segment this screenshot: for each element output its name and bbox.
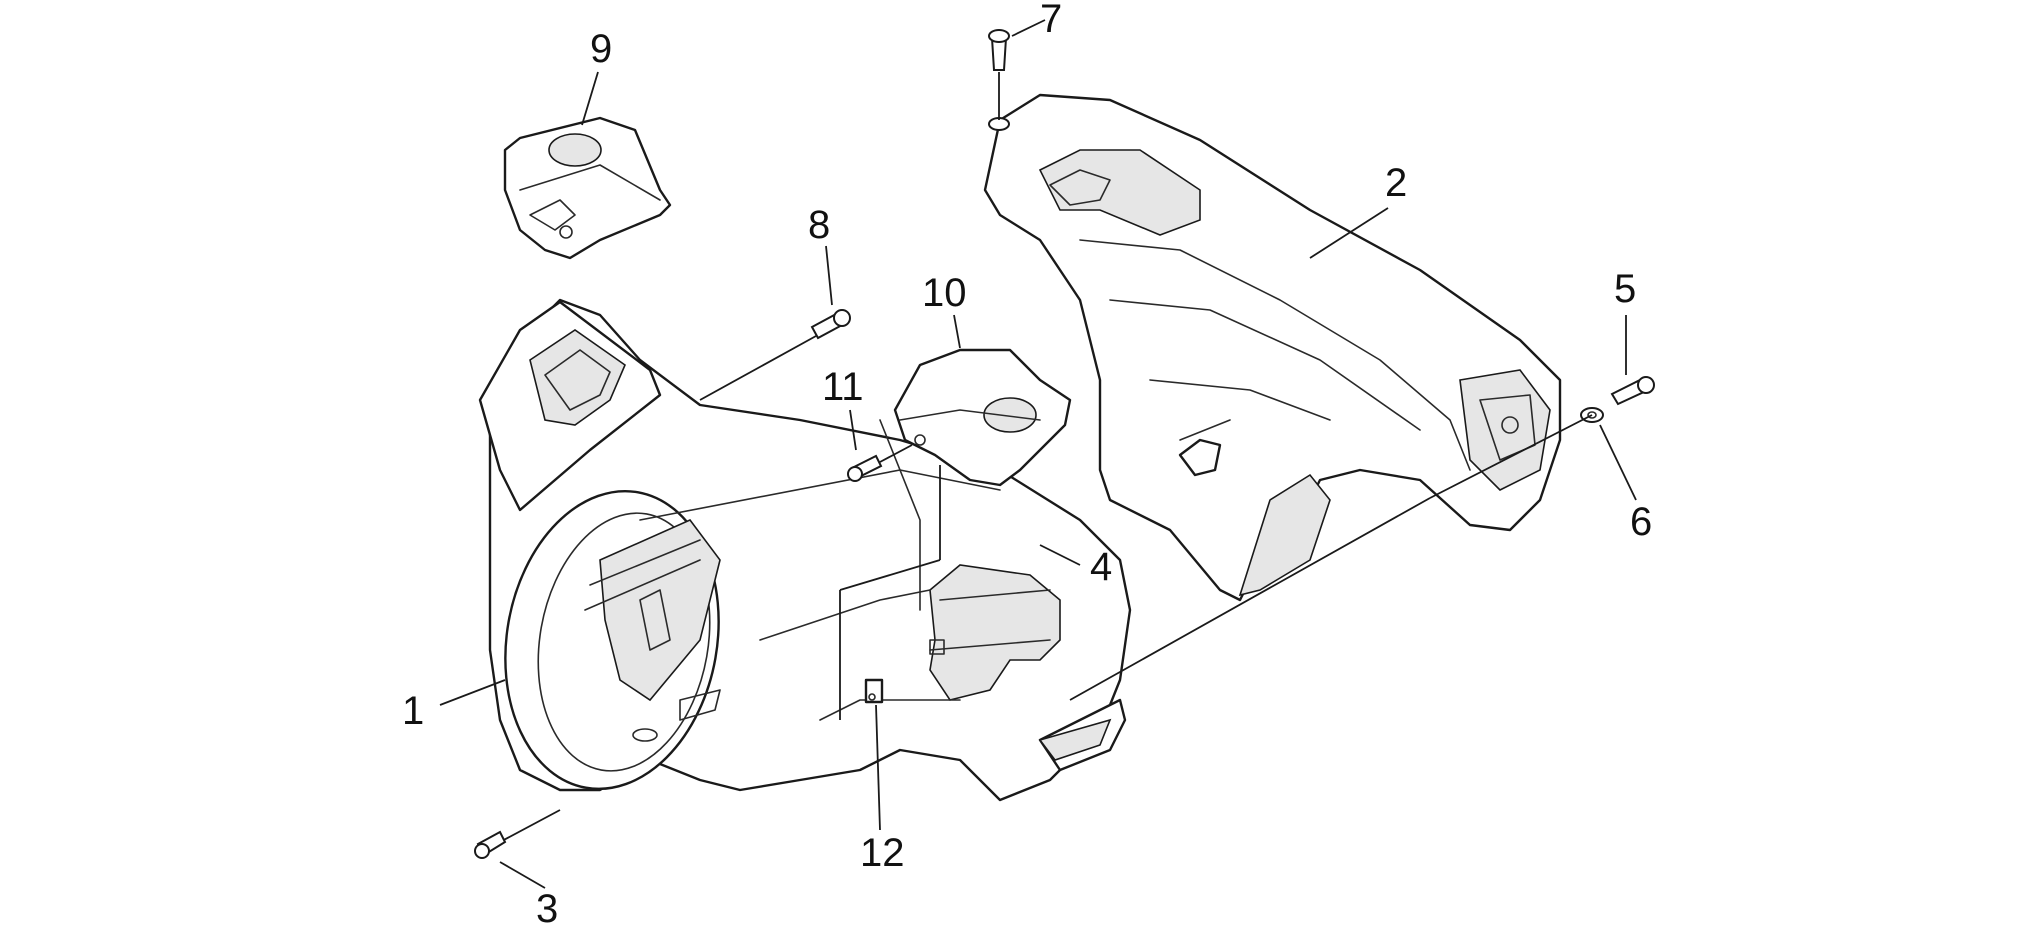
callout-2: 2 <box>1385 161 1407 205</box>
callout-4: 4 <box>1090 545 1112 589</box>
callout-1: 1 <box>402 689 424 733</box>
callout-numbers: 1 2 3 4 5 6 7 8 9 10 11 12 <box>402 0 1652 926</box>
callout-5: 5 <box>1614 267 1636 311</box>
callout-8: 8 <box>808 203 830 247</box>
screw-3 <box>474 809 561 859</box>
screw-5 <box>1610 376 1655 406</box>
screw-8 <box>810 309 851 340</box>
callout-3: 3 <box>536 887 558 926</box>
screw-11 <box>847 454 883 482</box>
part-1-front-cover <box>478 298 1132 802</box>
part-2-rear-cover <box>983 93 1562 602</box>
callout-11: 11 <box>822 365 864 409</box>
part-9-cap <box>503 116 672 260</box>
callout-9: 9 <box>590 27 612 71</box>
assembly-lines <box>699 72 1593 720</box>
part-10-cap <box>893 348 1072 487</box>
callout-12: 12 <box>860 831 905 875</box>
callout-10: 10 <box>922 271 967 315</box>
callout-7: 7 <box>1040 0 1062 41</box>
screw-7 <box>988 29 1010 131</box>
callout-6: 6 <box>1630 500 1652 544</box>
callout-leaders <box>439 19 1637 889</box>
